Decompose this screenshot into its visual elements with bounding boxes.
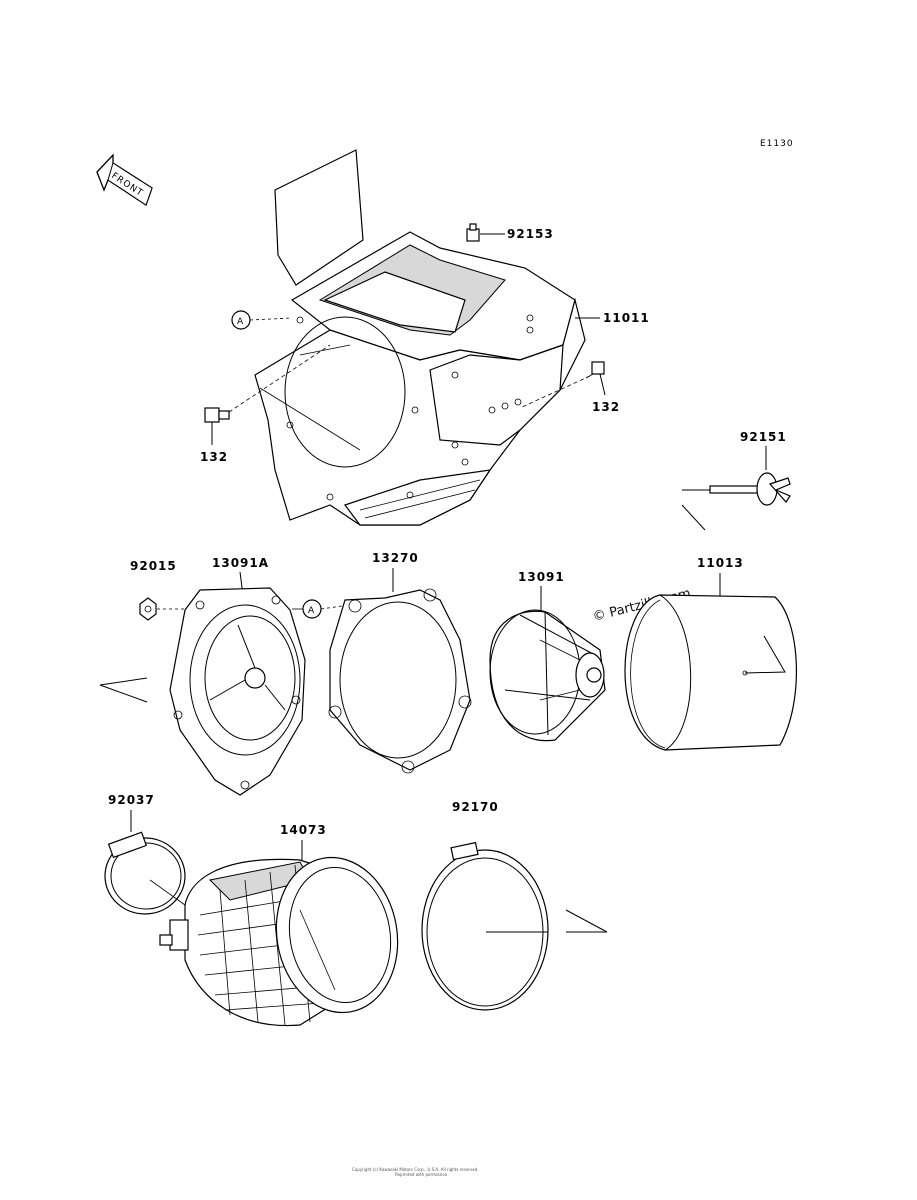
callout-92170: 92170 bbox=[452, 800, 499, 814]
callout-92037: 92037 bbox=[108, 793, 155, 807]
filter-holder-plate-13091A bbox=[169, 587, 306, 796]
svg-text:A: A bbox=[237, 317, 244, 327]
callout-92015: 92015 bbox=[130, 559, 177, 573]
front-arrow-icon: FRONT bbox=[96, 153, 153, 206]
ref-marker-a-middle: A bbox=[302, 599, 322, 619]
callout-13091A: 13091A bbox=[212, 556, 269, 570]
callout-92153: 92153 bbox=[507, 227, 554, 241]
air-box-housing bbox=[254, 149, 586, 526]
air-filter-element-11013 bbox=[624, 594, 798, 751]
diagram-code: E1130 bbox=[760, 139, 794, 149]
clamp-band-92170 bbox=[421, 841, 549, 1011]
footer-line-2: Reprinted with permission. bbox=[395, 1172, 449, 1177]
callout-92151: 92151 bbox=[740, 430, 787, 444]
nut-92015 bbox=[139, 597, 157, 621]
intake-duct-14073 bbox=[159, 856, 399, 1027]
callout-13091: 13091 bbox=[518, 570, 565, 584]
gasket-13270 bbox=[328, 588, 472, 774]
ref-marker-a-top: A bbox=[231, 310, 251, 330]
callout-13270: 13270 bbox=[372, 551, 419, 565]
bolt-132-right bbox=[585, 361, 605, 379]
svg-text:A: A bbox=[308, 606, 315, 616]
hose-clamp-92037 bbox=[104, 831, 186, 915]
callout-11013: 11013 bbox=[697, 556, 744, 570]
callout-132-right: 132 bbox=[592, 400, 620, 414]
callout-14073: 14073 bbox=[280, 823, 327, 837]
bolt-92153 bbox=[466, 223, 480, 242]
footer-line-1: Copyright (c) Kawasaki Motors Corp., U.S… bbox=[352, 1167, 479, 1172]
bolt-132-left bbox=[204, 407, 230, 423]
wing-bolt-92151 bbox=[709, 472, 791, 506]
filter-frame-13091 bbox=[489, 609, 606, 742]
callout-132-left: 132 bbox=[200, 450, 228, 464]
callout-11011: 11011 bbox=[603, 311, 650, 325]
